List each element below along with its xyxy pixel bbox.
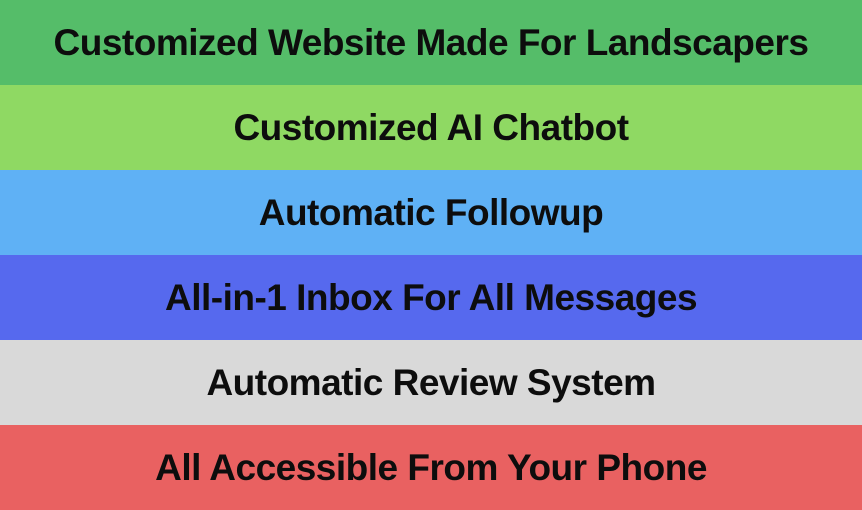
- feature-band-label: All Accessible From Your Phone: [155, 447, 707, 488]
- feature-band-label: Customized AI Chatbot: [233, 107, 629, 148]
- feature-band-inbox: All-in-1 Inbox For All Messages: [0, 255, 862, 340]
- feature-band-reviews: Automatic Review System: [0, 340, 862, 425]
- feature-band-phone: All Accessible From Your Phone: [0, 425, 862, 510]
- feature-band-label: Customized Website Made For Landscapers: [53, 22, 809, 63]
- feature-band-followup: Automatic Followup: [0, 170, 862, 255]
- feature-band-label: All-in-1 Inbox For All Messages: [164, 277, 698, 318]
- feature-band-website: Customized Website Made For Landscapers: [0, 0, 862, 85]
- feature-band-label: Automatic Followup: [258, 192, 604, 233]
- feature-band-chatbot: Customized AI Chatbot: [0, 85, 862, 170]
- feature-band-label: Automatic Review System: [206, 362, 656, 403]
